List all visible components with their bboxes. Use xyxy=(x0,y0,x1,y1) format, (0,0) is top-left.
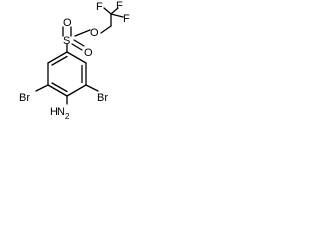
atom-n-h: H xyxy=(50,106,58,118)
ring-bond-1 xyxy=(47,51,68,64)
atom-f-right: F xyxy=(123,13,130,25)
ring-double-3 xyxy=(51,82,68,93)
atom-f-top: F xyxy=(116,0,123,12)
atom-br-left: Br xyxy=(19,92,30,104)
bond-s-o-bottom xyxy=(73,39,85,47)
atom-o-top: O xyxy=(63,17,72,29)
ring-double-1 xyxy=(51,55,68,66)
substituent-bonds xyxy=(35,7,124,105)
ring-bond-4 xyxy=(66,84,87,97)
bond-c-f2 xyxy=(110,7,119,15)
bond-s-o-bottom-2 xyxy=(71,43,83,51)
atom-o-bottom: O xyxy=(84,47,93,59)
atom-n-subscript: 2 xyxy=(65,112,70,121)
bond-c-f1 xyxy=(103,7,112,15)
molecule-drawing: F F F O S O O Br Br H N 2 xyxy=(19,0,130,121)
ring-bond-2 xyxy=(66,51,87,64)
bond-ring-br-right xyxy=(85,84,99,92)
bond-c-f3 xyxy=(110,13,124,18)
bond-s-o-ester xyxy=(74,29,91,37)
atom-br-right: Br xyxy=(97,92,108,104)
atom-f-left: F xyxy=(96,1,103,13)
benzene-ring xyxy=(47,51,87,97)
bond-ring-br-left xyxy=(35,84,49,92)
atom-s: S xyxy=(63,35,70,47)
ring-bond-5 xyxy=(47,84,68,97)
atom-labels: F F F O S O O Br Br H N 2 xyxy=(19,0,130,121)
bond-o-ch2 xyxy=(100,25,112,34)
atom-o-ester: O xyxy=(90,27,99,39)
atom-n: N xyxy=(57,106,65,118)
chemical-structure-diagram: F F F O S O O Br Br H N 2 xyxy=(0,0,133,135)
